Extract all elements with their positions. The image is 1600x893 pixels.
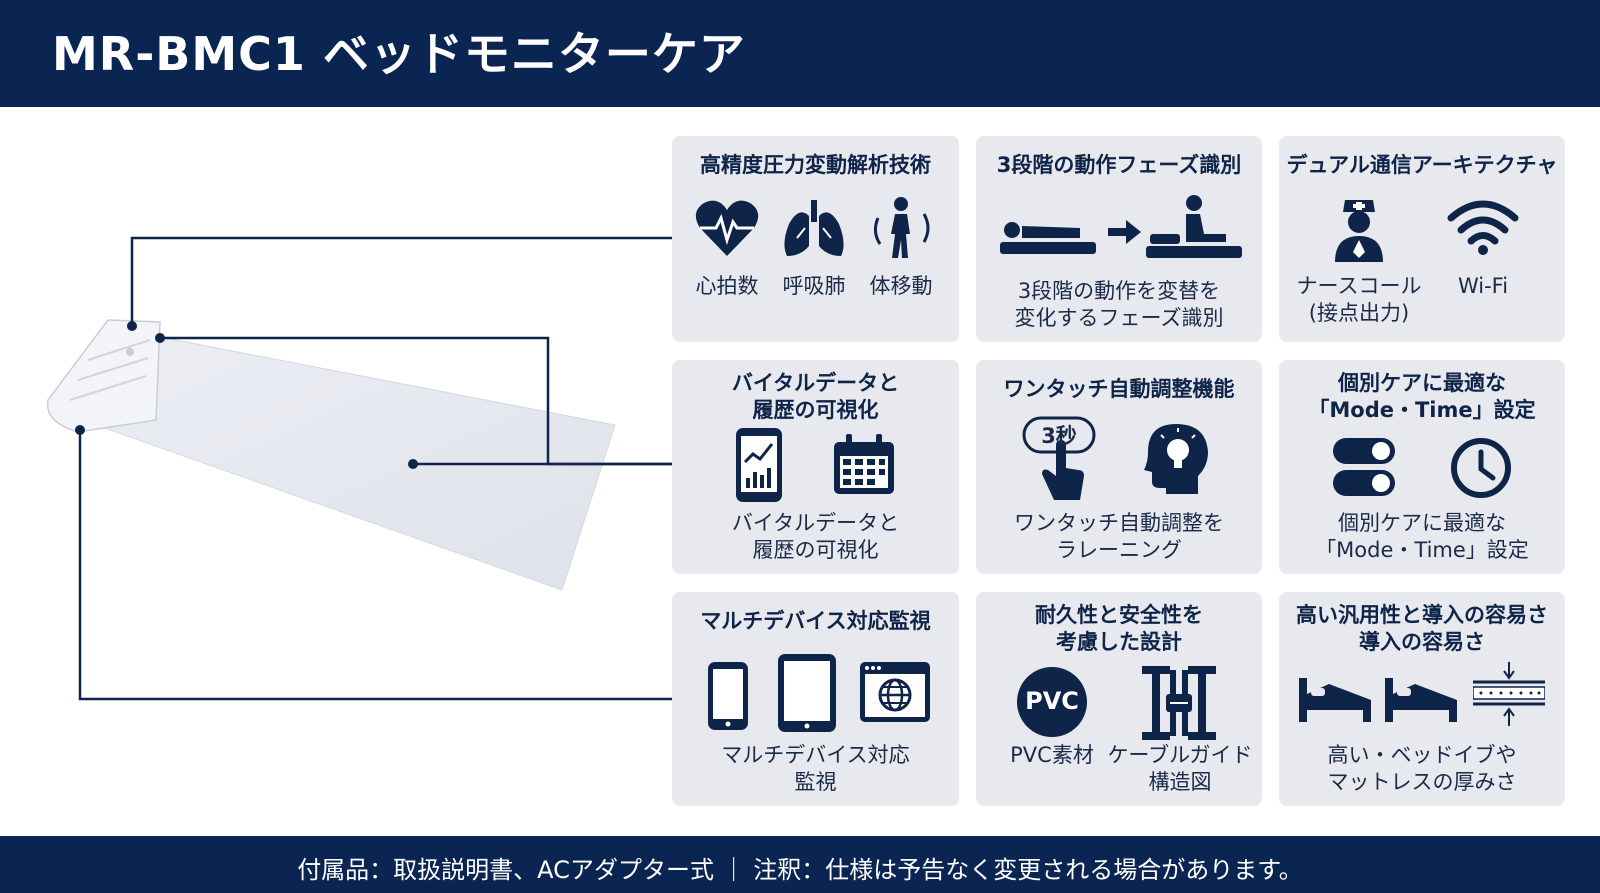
control-unit bbox=[46, 319, 161, 433]
wifi-icon bbox=[1447, 198, 1519, 256]
head-lightbulb-icon bbox=[1142, 420, 1212, 496]
bed-icon bbox=[1385, 674, 1459, 724]
feature-caption: 高い・ベッドイブや bbox=[1327, 743, 1517, 767]
feature-label: 体移動 bbox=[869, 274, 933, 298]
panel-title: 個別ケアに最適な bbox=[1338, 371, 1506, 395]
lungs-icon bbox=[781, 198, 847, 258]
connector-lines bbox=[78, 236, 672, 701]
pvc-badge-icon bbox=[1016, 666, 1088, 738]
page-title: MR-BMC1 ベッドモニターケア bbox=[52, 27, 746, 81]
panel-title: 履歴の可視化 bbox=[752, 398, 879, 422]
panel-title: 3段階の動作フェーズ識別 bbox=[996, 153, 1242, 177]
feature-panel-mode-time: 個別ケアに最適な 「Mode・Time」設定 個別ケアに最適な 「Mode・Ti… bbox=[1279, 360, 1565, 574]
panel-title: 高精度圧力変動解析技術 bbox=[700, 153, 931, 177]
feature-panel-one-touch-adjust: ワンタッチ自動調整機能 3秒 ワンタッチ自動調整を ラレーニング bbox=[976, 360, 1262, 574]
lying-person-icon bbox=[1000, 216, 1098, 256]
feature-panel-motion-phase: 3段階の動作フェーズ識別 3段階の動作を変替を 変化するフェーズ識別 bbox=[976, 136, 1262, 342]
mattress-layer-icon bbox=[1473, 662, 1545, 732]
panel-title: 「Mode・Time」設定 bbox=[1308, 398, 1536, 422]
panel-title: 高い汎用性と導入の容易さ bbox=[1296, 603, 1548, 627]
panel-title: 考慮した設計 bbox=[1056, 630, 1182, 654]
feature-label: ケーブルガイド bbox=[1107, 743, 1253, 767]
feature-caption: 3段階の動作を変替を bbox=[1017, 279, 1221, 303]
feature-label: PVC素材 bbox=[1010, 743, 1094, 767]
smartphone-chart-icon bbox=[734, 426, 784, 504]
cable-guide-icon bbox=[1142, 666, 1216, 740]
pvc-badge-label: PVC bbox=[1025, 687, 1079, 715]
feature-panel-pressure-analysis: 高精度圧力変動解析技術 心拍数 呼吸肺 体移動 bbox=[672, 136, 959, 342]
calendar-icon bbox=[832, 434, 896, 496]
sitting-up-person-icon bbox=[1146, 194, 1242, 260]
feature-label: 呼吸肺 bbox=[782, 274, 846, 298]
arrow-right-icon bbox=[1108, 218, 1142, 246]
feature-label: 心拍数 bbox=[695, 274, 759, 298]
panel-title: 耐久性と安全性を bbox=[1035, 603, 1203, 627]
feature-label: Wi-Fi bbox=[1457, 274, 1509, 298]
feature-caption: 個別ケアに最適な bbox=[1338, 511, 1506, 535]
tablet-icon bbox=[776, 652, 838, 734]
feature-caption: 履歴の可視化 bbox=[752, 538, 879, 562]
toggle-switches-icon bbox=[1331, 436, 1397, 498]
heart-pulse-icon bbox=[694, 198, 760, 258]
panel-title: 導入の容易さ bbox=[1359, 630, 1485, 654]
feature-caption: マルチデバイス対応 bbox=[721, 743, 910, 767]
bed-icon bbox=[1299, 674, 1373, 724]
panel-title: バイタルデータと bbox=[731, 371, 900, 395]
feature-label: (接点出力) bbox=[1308, 301, 1410, 325]
clock-icon bbox=[1449, 436, 1513, 500]
feature-panel-vital-visualization: バイタルデータと 履歴の可視化 バイタルデータと 履歴の可視化 bbox=[672, 360, 959, 574]
feature-panel-versatility: 高い汎用性と導入の容易さ 導入の容易さ 高い・ベッドイブや マットレスの厚みさ bbox=[1279, 592, 1565, 806]
feature-caption: 監視 bbox=[794, 770, 837, 794]
header-bar: MR-BMC1 ベッドモニターケア bbox=[0, 0, 1600, 107]
feature-caption: ラレーニング bbox=[1056, 538, 1182, 562]
feature-panel-multi-device: マルチデバイス対応監視 マルチデバイス対応 監視 bbox=[672, 592, 959, 806]
feature-caption: 変化するフェーズ識別 bbox=[1014, 306, 1224, 330]
timer-badge-label: 3秒 bbox=[1041, 424, 1077, 448]
feature-panel-durability-safety: 耐久性と安全性を 考慮した設計 PVC PVC素材 ケーブルガイド 構造図 bbox=[976, 592, 1262, 806]
footer-bar: 付属品：取扱説明書、ACアダプター式 ｜ 注釈：仕様は予告なく変更される場合があ… bbox=[0, 836, 1600, 893]
footer-note: 付属品：取扱説明書、ACアダプター式 ｜ 注釈：仕様は予告なく変更される場合があ… bbox=[297, 856, 1303, 884]
feature-caption: バイタルデータと bbox=[731, 511, 900, 535]
feature-caption: 「Mode・Time」設定 bbox=[1315, 538, 1529, 562]
nurse-icon bbox=[1331, 196, 1387, 262]
smartphone-icon bbox=[706, 660, 750, 732]
feature-label: ナースコール bbox=[1296, 274, 1422, 298]
sensor-mat-illustration bbox=[46, 236, 672, 701]
feature-caption: ワンタッチ自動調整を bbox=[1014, 511, 1224, 535]
feature-caption: マットレスの厚みさ bbox=[1327, 770, 1517, 794]
panel-title: ワンタッチ自動調整機能 bbox=[1003, 377, 1235, 401]
panel-title: マルチデバイス対応監視 bbox=[700, 609, 931, 633]
browser-globe-icon bbox=[858, 660, 932, 724]
feature-panel-dual-communication: デュアル通信アーキテクチャ ナースコール (接点出力) Wi-Fi bbox=[1279, 136, 1565, 342]
finger-tap-icon bbox=[1022, 416, 1096, 506]
person-moving-icon bbox=[870, 196, 932, 260]
feature-label: 構造図 bbox=[1148, 770, 1212, 794]
panel-title: デュアル通信アーキテクチャ bbox=[1286, 153, 1558, 177]
